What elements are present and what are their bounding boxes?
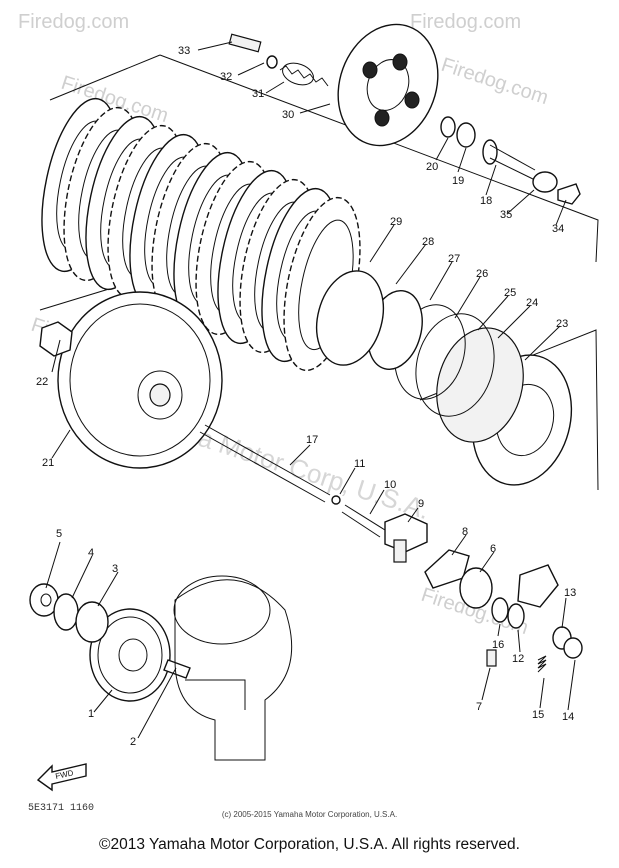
part-label-10: 10 <box>384 479 396 491</box>
crankshaft-outline <box>173 575 293 761</box>
part-label-30: 30 <box>282 109 294 121</box>
part-label-35: 35 <box>500 209 512 221</box>
footer-copyright: ©2013 Yamaha Motor Corporation, U.S.A. A… <box>99 836 520 853</box>
clutch-boss <box>315 270 573 486</box>
part-label-3: 3 <box>112 563 118 575</box>
part-label-16: 16 <box>492 639 504 651</box>
watermark-1: Firedog.com <box>18 11 129 33</box>
part-label-33: 33 <box>178 45 190 57</box>
part-label-29: 29 <box>390 216 402 228</box>
part-label-20: 20 <box>426 161 438 173</box>
part-label-26: 26 <box>476 268 488 280</box>
part-label-25: 25 <box>504 287 516 299</box>
part-label-28: 28 <box>422 236 434 248</box>
part-label-17: 17 <box>306 434 318 446</box>
inner-copyright: (c) 2005-2015 Yamaha Motor Corporation, … <box>221 810 398 819</box>
part-label-24: 24 <box>526 297 538 309</box>
part-label-31: 31 <box>252 88 264 100</box>
bolt-washer-spring <box>228 33 329 87</box>
part-label-11: 11 <box>354 458 365 470</box>
part-label-22: 22 <box>36 376 48 388</box>
part-label-8: 8 <box>462 526 468 538</box>
part-label-32: 32 <box>220 71 232 83</box>
push-rod-assembly <box>440 116 581 205</box>
fwd-label: FWD <box>55 768 75 781</box>
part-label-12: 12 <box>512 653 524 665</box>
part-label-1: 1 <box>88 708 94 720</box>
pressure-plate <box>337 23 439 147</box>
clutch-plate-stack <box>41 97 361 372</box>
part-label-5: 5 <box>56 528 62 540</box>
clutch-housing <box>39 291 223 469</box>
release-lever-parts <box>424 549 583 673</box>
leader-lines <box>45 41 576 739</box>
watermark-6: Firedog.com <box>438 54 551 109</box>
part-label-7: 7 <box>476 701 482 713</box>
part-label-23: 23 <box>556 318 568 330</box>
part-label-18: 18 <box>480 195 492 207</box>
part-label-19: 19 <box>452 175 464 187</box>
part-label-9: 9 <box>418 498 424 510</box>
part-label-34: 34 <box>552 223 564 235</box>
part-label-14: 14 <box>562 711 574 723</box>
watermark-2: Firedog.com <box>410 11 521 33</box>
part-label-15: 15 <box>532 709 544 721</box>
primary-drive-gear <box>29 583 191 702</box>
part-label-21: 21 <box>42 457 54 469</box>
push-rod-shaft <box>199 424 428 563</box>
part-label-13: 13 <box>564 587 576 599</box>
part-labels: 1 2 3 4 5 6 7 8 9 10 11 12 13 14 15 16 1… <box>36 45 576 748</box>
part-label-4: 4 <box>88 547 94 559</box>
diagram-reference-code: 5E3171 1160 <box>28 803 95 814</box>
part-label-27: 27 <box>448 253 460 265</box>
fwd-arrow: FWD <box>36 763 87 792</box>
part-label-6: 6 <box>490 543 496 555</box>
part-label-2: 2 <box>130 736 136 748</box>
